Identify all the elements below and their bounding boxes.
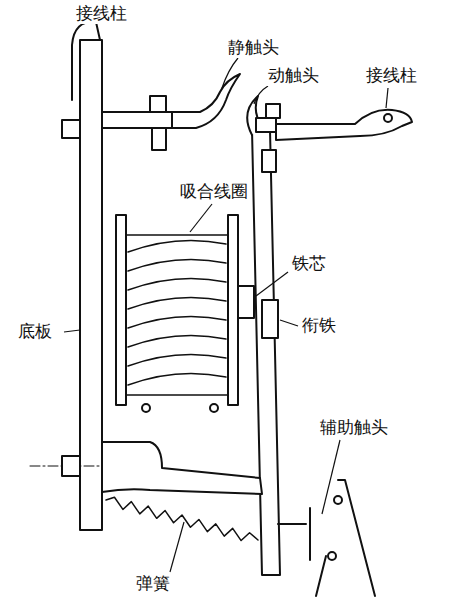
leader-line — [222, 58, 238, 88]
leader-line — [386, 88, 388, 108]
coil-lead — [210, 404, 218, 412]
leader-line — [190, 204, 212, 232]
coil-lead — [142, 404, 150, 412]
spring-coil — [106, 497, 258, 540]
part-label: 吸合线圈 — [178, 182, 250, 202]
part-label: 铁芯 — [290, 254, 328, 274]
winding — [128, 278, 226, 290]
moving-terminal — [276, 110, 412, 140]
base-plate — [80, 40, 102, 530]
part-label: 接线柱 — [364, 66, 419, 86]
static-contact — [172, 74, 240, 128]
winding — [128, 335, 226, 347]
coil-flange — [116, 215, 126, 405]
part-label: 接线柱 — [74, 4, 129, 24]
part-label: 动触头 — [266, 66, 321, 86]
screw-head — [62, 456, 80, 476]
aux-wire — [338, 480, 375, 596]
winding — [128, 354, 226, 366]
winding — [128, 316, 226, 328]
leader-line — [64, 330, 80, 332]
push-rod — [278, 523, 306, 525]
aux-terminal — [328, 552, 336, 560]
contact-mount — [102, 112, 172, 128]
terminal-screw — [384, 114, 392, 122]
leader-line — [254, 86, 268, 104]
nut — [150, 96, 166, 112]
winding — [128, 240, 226, 252]
spring — [106, 497, 258, 540]
armature-lever — [252, 130, 280, 575]
aux-wire — [316, 556, 326, 596]
part-label: 辅助触头 — [318, 418, 390, 438]
iron-core — [238, 286, 254, 318]
winding — [128, 297, 226, 309]
coil-body — [126, 235, 228, 395]
leader-line — [256, 272, 288, 296]
aux-terminal — [334, 496, 342, 504]
part-label: 弹簧 — [134, 574, 172, 594]
coil-windings — [128, 240, 226, 385]
leader-lines — [64, 58, 388, 572]
contact-block — [256, 118, 276, 132]
leader-line — [170, 522, 184, 572]
leader-line — [322, 440, 340, 514]
winding — [128, 373, 226, 385]
screw — [262, 150, 276, 172]
nut — [266, 104, 280, 118]
screw — [152, 128, 166, 150]
armature — [262, 300, 278, 338]
bracket — [102, 442, 262, 494]
part-label: 底板 — [16, 322, 54, 342]
nut — [62, 120, 80, 138]
aux-contact — [309, 508, 311, 560]
leader-line — [280, 320, 298, 326]
winding — [128, 259, 226, 271]
coil-flange — [228, 215, 238, 405]
part-label: 静触头 — [226, 38, 281, 58]
part-label: 衔铁 — [300, 316, 338, 336]
